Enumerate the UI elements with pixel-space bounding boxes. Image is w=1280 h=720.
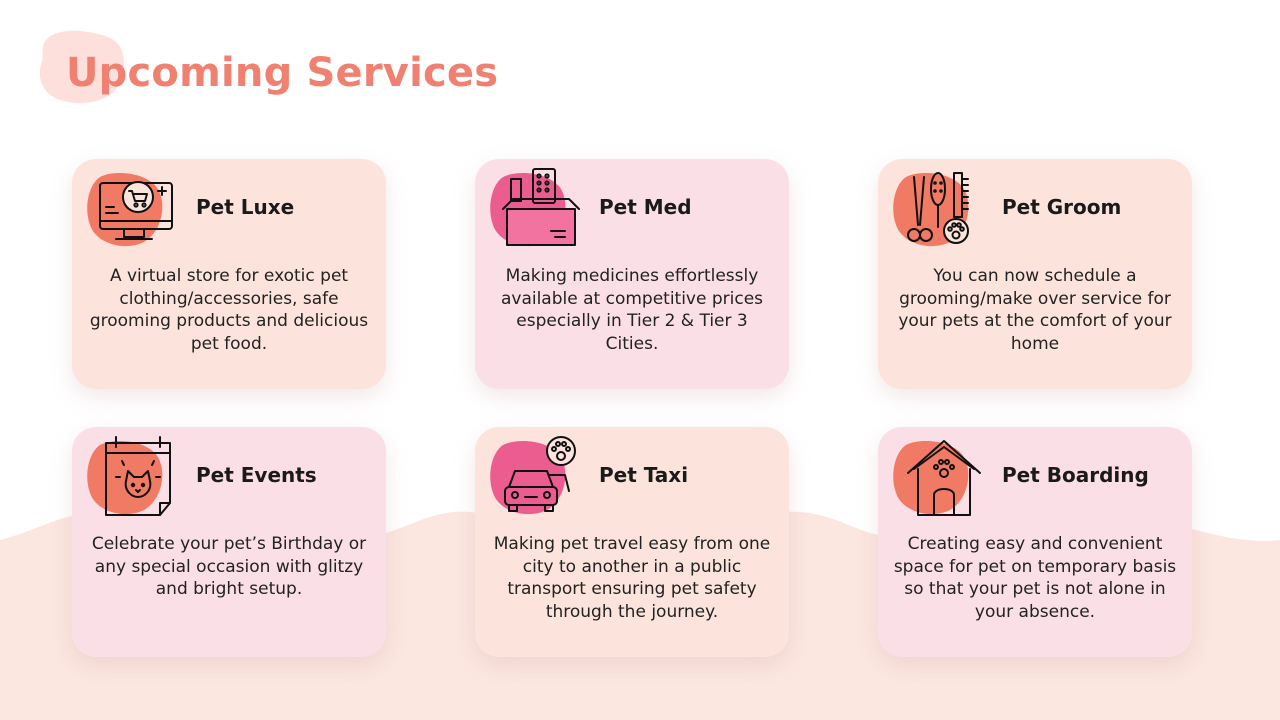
icon-blob <box>893 441 969 515</box>
service-card-pet-med: Pet Med Making medicines effortlessly av… <box>475 159 789 389</box>
service-card-pet-luxe: Pet Luxe A virtual store for exotic pet … <box>72 159 386 389</box>
medicine-box-icon <box>502 168 580 246</box>
service-card-pet-events: Pet Events Celebrate your pet’s Birthday… <box>72 427 386 657</box>
service-name: Pet Med <box>599 195 692 219</box>
service-description: Making medicines effortlessly available … <box>500 266 764 354</box>
service-description: Making pet travel easy from one city to … <box>493 534 771 622</box>
service-name: Pet Events <box>196 463 317 487</box>
service-card-pet-taxi: Pet Taxi Making pet travel easy from one… <box>475 427 789 657</box>
calendar-cat-icon <box>105 436 171 516</box>
title-decoration-blob <box>39 30 124 104</box>
service-description: Creating easy and convenient space for p… <box>893 534 1177 622</box>
service-description: A virtual store for exotic pet clothing/… <box>89 266 369 354</box>
service-card-pet-boarding: Pet Boarding Creating easy and convenien… <box>878 427 1192 657</box>
service-description: Celebrate your pet’s Birthday or any spe… <box>91 534 367 599</box>
service-description: You can now schedule a grooming/make ove… <box>898 266 1172 354</box>
car-paw-icon <box>504 436 576 512</box>
service-name: Pet Boarding <box>1002 463 1149 487</box>
service-card-pet-groom: Pet Groom You can now schedule a groomin… <box>878 159 1192 389</box>
grooming-tools-icon <box>907 172 969 244</box>
service-name: Pet Taxi <box>599 463 689 487</box>
service-name: Pet Groom <box>1002 195 1122 219</box>
shopping-cart-monitor-icon <box>99 181 173 240</box>
page-title: Upcoming Services <box>66 50 499 96</box>
pet-house-icon <box>907 440 981 516</box>
icon-blob <box>490 441 566 515</box>
service-name: Pet Luxe <box>196 195 295 219</box>
